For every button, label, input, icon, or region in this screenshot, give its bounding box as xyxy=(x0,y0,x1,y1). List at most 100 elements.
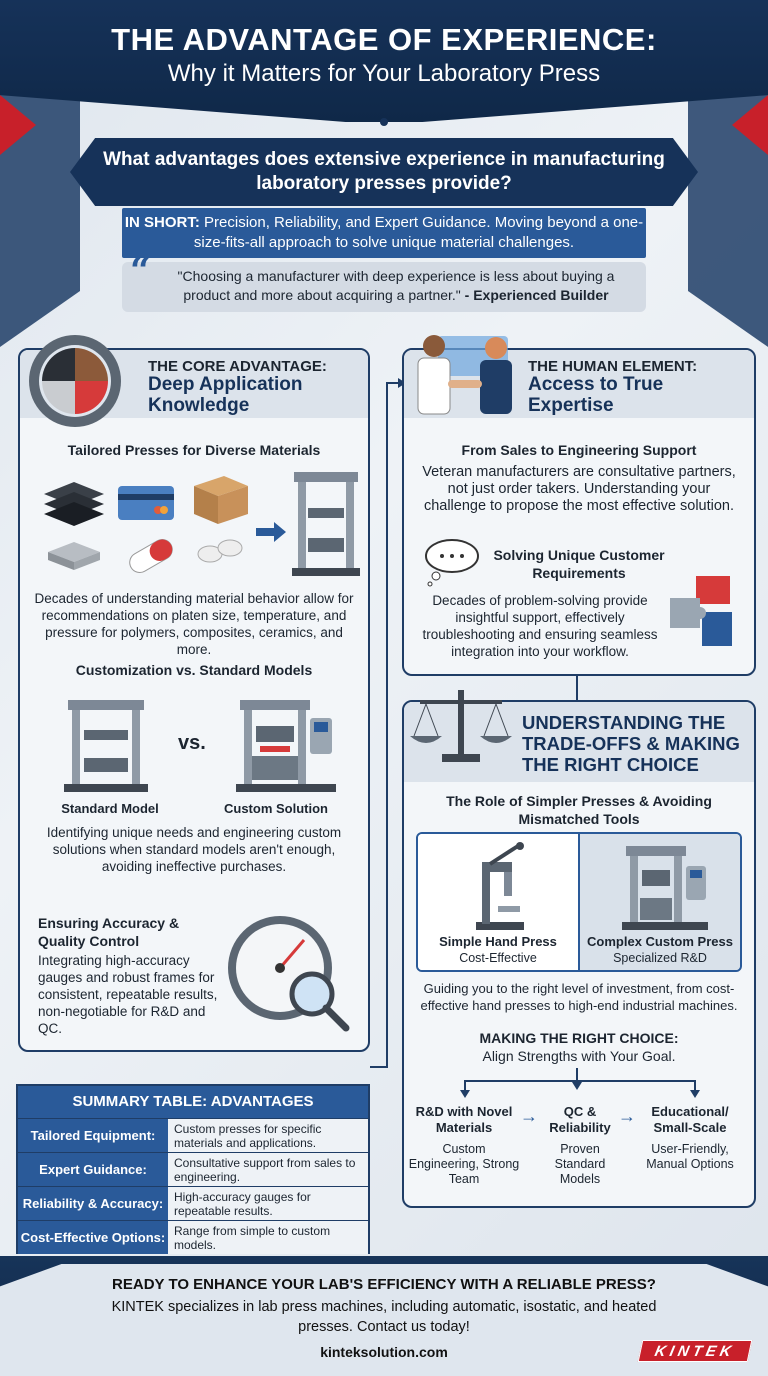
arrow-right-icon: → xyxy=(520,1106,538,1126)
human-title: Access to True Expertise xyxy=(528,374,664,416)
summary-table-title: SUMMARY TABLE: ADVANTAGES xyxy=(18,1086,368,1118)
option-title: Educational/ Small-Scale xyxy=(651,1104,729,1135)
in-short-box: IN SHORT: Precision, Reliability, and Ex… xyxy=(122,208,646,258)
table-key: Expert Guidance: xyxy=(18,1153,168,1186)
arrow-right-icon: → xyxy=(618,1106,636,1126)
section-title: Solving Unique Customer Requirements xyxy=(493,547,665,581)
option-text: Custom Engineering, Strong Team xyxy=(408,1142,520,1186)
connector-line xyxy=(576,676,578,700)
arrow-icon xyxy=(572,1082,582,1090)
pills-icon xyxy=(197,539,243,563)
custom-press-icon xyxy=(622,846,708,930)
section-text: Integrating high-accuracy gauges and rob… xyxy=(38,953,218,1036)
puzzle-icon xyxy=(670,576,732,646)
capsule-icon xyxy=(129,539,173,573)
section-text: Identifying unique needs and engineering… xyxy=(46,825,342,874)
table-row: Reliability & Accuracy: High-accuracy ga… xyxy=(18,1186,368,1220)
core-title: Deep Application Knowledge xyxy=(148,374,303,416)
press-compare-box xyxy=(416,832,742,972)
vs-label: vs. xyxy=(178,732,206,754)
section-title: The Role of Simpler Presses & Avoiding M… xyxy=(446,793,712,827)
simple-press-card xyxy=(418,834,578,970)
in-short-text: Precision, Reliability, and Expert Guida… xyxy=(193,214,644,251)
page-title: THE ADVANTAGE OF EXPERIENCE: xyxy=(111,22,657,57)
simple-press-label: Simple Hand Press xyxy=(439,934,557,949)
tradeoffs-title: UNDERSTANDING THE TRADE-OFFS & MAKING TH… xyxy=(522,712,740,775)
scale-icon xyxy=(410,690,512,762)
custom-press-icon xyxy=(236,700,336,792)
section-text: Veteran manufacturers are consultative p… xyxy=(422,464,736,514)
table-value: Custom presses for specific materials an… xyxy=(168,1119,368,1152)
table-key: Tailored Equipment: xyxy=(18,1119,168,1152)
in-short-label: IN SHORT: xyxy=(124,214,200,231)
table-value: Range from simple to custom models. xyxy=(168,1221,368,1254)
arrow-icon xyxy=(690,1090,700,1098)
stack-icon xyxy=(44,482,104,526)
option-text: Proven Standard Models xyxy=(554,1142,606,1186)
standard-model-label: Standard Model xyxy=(61,801,159,816)
table-key: Cost-Effective Options: xyxy=(18,1221,168,1254)
card-icon xyxy=(118,486,174,520)
option-title: R&D with Novel Materials xyxy=(415,1104,513,1135)
table-row: Cost-Effective Options: Range from simpl… xyxy=(18,1220,368,1254)
section-text: Guiding you to the right level of invest… xyxy=(420,981,738,1013)
connector-line xyxy=(576,1068,578,1082)
quote-box: “ "Choosing a manufacturer with deep exp… xyxy=(122,250,646,312)
connector-line xyxy=(370,1066,388,1068)
table-value: High-accuracy gauges for repeatable resu… xyxy=(168,1187,368,1220)
choice-title: MAKING THE RIGHT CHOICE: xyxy=(479,1030,679,1046)
footer-cta: READY TO ENHANCE YOUR LAB'S EFFICIENCY W… xyxy=(112,1276,656,1293)
header-dot xyxy=(380,118,388,126)
section-text: Decades of problem-solving provide insig… xyxy=(422,593,658,659)
press-comparison-illustration xyxy=(64,700,336,792)
core-advantage-panel: THE CORE ADVANTAGE: Deep Application Kno… xyxy=(18,348,370,1052)
section-title: Tailored Presses for Diverse Materials xyxy=(67,442,321,458)
complex-press-label: Complex Custom Press xyxy=(587,934,733,949)
quote-text: "Choosing a manufacturer with deep exper… xyxy=(177,268,615,303)
table-row: Tailored Equipment: Custom presses for s… xyxy=(18,1118,368,1152)
option-text: User-Friendly, Manual Options xyxy=(646,1142,734,1171)
kintek-logo: KINTEK xyxy=(637,1340,753,1362)
connector-line xyxy=(464,1080,466,1092)
section-title: From Sales to Engineering Support xyxy=(461,442,697,458)
section-title: Customization vs. Standard Models xyxy=(75,662,313,678)
gear-icon xyxy=(29,335,121,427)
table-row: Expert Guidance: Consultative support fr… xyxy=(18,1152,368,1186)
arrow-icon xyxy=(256,522,286,542)
table-key: Reliability & Accuracy: xyxy=(18,1187,168,1220)
quote-icon: “ xyxy=(130,250,151,292)
quote-author: - Experienced Builder xyxy=(464,287,609,303)
press-icon xyxy=(292,472,360,576)
chat-bubble-icon xyxy=(425,539,479,587)
materials-illustration xyxy=(44,472,360,576)
stone-icon xyxy=(48,542,100,570)
connector-line xyxy=(694,1080,696,1092)
handshake-illustration xyxy=(417,335,512,415)
summary-table: SUMMARY TABLE: ADVANTAGES Tailored Equip… xyxy=(16,1084,370,1254)
custom-solution-label: Custom Solution xyxy=(224,801,328,816)
connector-line xyxy=(386,382,402,384)
question-banner: What advantages does extensive experienc… xyxy=(70,138,698,206)
hand-press-icon xyxy=(476,842,524,930)
section-title: Ensuring Accuracy & Quality Control xyxy=(38,915,180,949)
human-element-panel: THE HUMAN ELEMENT: Access to True Expert… xyxy=(402,348,756,676)
connector-line xyxy=(386,382,388,1068)
gauge-magnifier-illustration xyxy=(228,916,350,1032)
human-kicker: THE HUMAN ELEMENT: xyxy=(528,358,698,375)
section-text: Decades of understanding material behavi… xyxy=(34,591,354,657)
table-value: Consultative support from sales to engin… xyxy=(168,1153,368,1186)
website-link[interactable]: kinteksolution.com xyxy=(320,1344,448,1360)
footer-text: KINTEK specializes in lab press machines… xyxy=(111,1299,657,1335)
complex-press-sub: Specialized R&D xyxy=(613,951,707,965)
option-title: QC & Reliability xyxy=(549,1104,611,1135)
core-kicker: THE CORE ADVANTAGE: xyxy=(148,358,327,375)
wood-block-icon xyxy=(194,476,248,524)
page-subtitle: Why it Matters for Your Laboratory Press xyxy=(167,60,601,87)
arrow-icon xyxy=(460,1090,470,1098)
magnifier-icon xyxy=(289,971,350,1032)
choice-subtitle: Align Strengths with Your Goal. xyxy=(482,1048,676,1064)
simple-press-sub: Cost-Effective xyxy=(459,951,537,965)
complex-press-card xyxy=(578,834,740,970)
header-banner: THE ADVANTAGE OF EXPERIENCE: Why it Matt… xyxy=(0,0,768,122)
connector-line xyxy=(464,1080,696,1082)
